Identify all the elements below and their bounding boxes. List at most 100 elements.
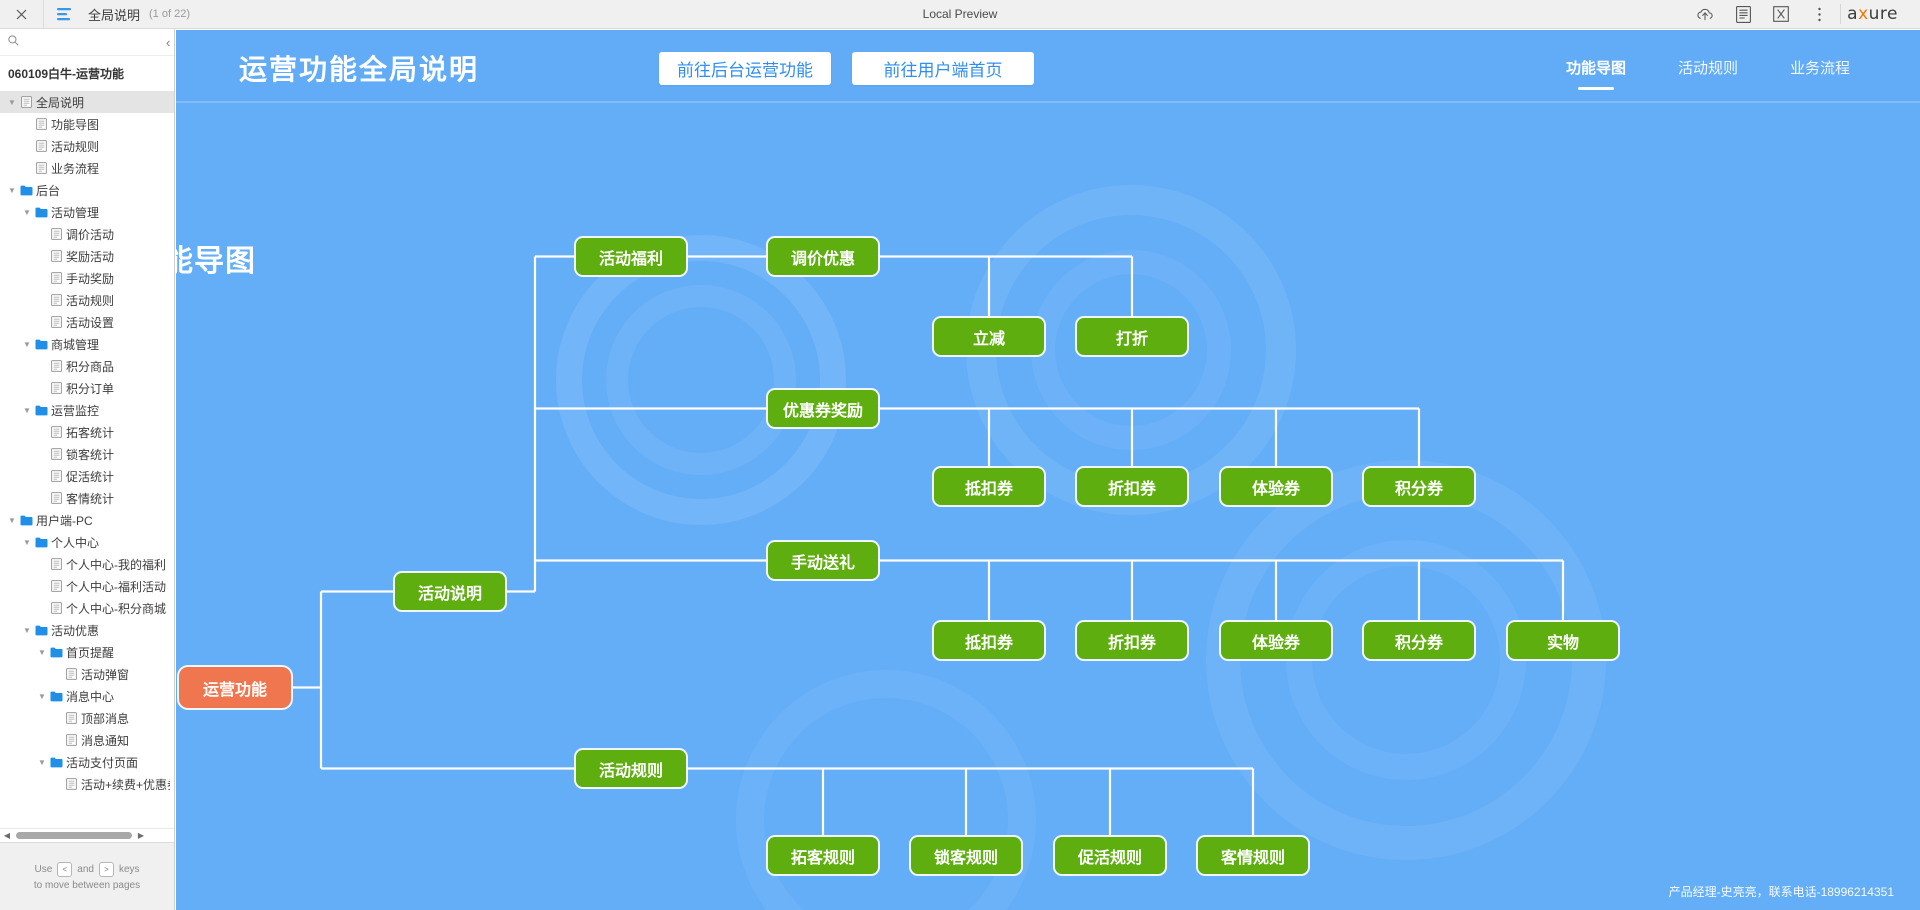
sitemap-item-15[interactable]: ▼运营监控 [0, 399, 174, 421]
mindmap-node-c3[interactable]: 体验券 [1221, 468, 1331, 505]
sitemap-item-28[interactable]: ▼ 消息中心 [0, 685, 174, 707]
sitemap-horizontal-scrollbar[interactable]: ◀ ▶ [0, 828, 174, 842]
chevron-down-icon[interactable]: ▼ [23, 207, 31, 217]
sitemap-item-21[interactable]: ▼个人中心 [0, 531, 174, 553]
goto-admin-button[interactable]: 前往后台运营功能 [659, 52, 831, 85]
sitemap-item-31[interactable]: ▼活动支付页面 [0, 751, 174, 773]
page-icon [63, 778, 79, 790]
sitemap-item-5[interactable]: ▼ 后台 [0, 179, 174, 201]
sitemap-item-24[interactable]: 个人中心-积分商城 [0, 597, 174, 619]
sitemap-item-3[interactable]: 活动规则 [0, 135, 174, 157]
chevron-down-icon[interactable]: ▼ [23, 625, 31, 635]
publish-button[interactable] [1686, 0, 1724, 28]
sitemap-item-label: 消息中心 [66, 689, 115, 704]
sitemap-item-label: 后台 [36, 183, 61, 198]
project-name: 060109白牛-运营功能 [8, 67, 125, 81]
sitemap-item-11[interactable]: 活动设置 [0, 311, 174, 333]
mindmap-node-r4[interactable]: 客情规则 [1198, 837, 1308, 874]
sitemap-item-17[interactable]: 锁客统计 [0, 443, 174, 465]
scroll-right-arrow[interactable]: ▶ [137, 831, 145, 840]
sitemap-item-20[interactable]: ▼ 用户端-PC [0, 509, 174, 531]
prototype-nav-tab-2[interactable]: 活动规则 [1677, 60, 1738, 77]
chevron-down-icon[interactable]: ▼ [8, 185, 16, 195]
chevron-down-icon[interactable]: ▼ [38, 757, 46, 767]
sitemap-item-18[interactable]: 促活统计 [0, 465, 174, 487]
app-titlebar: 全局说明 (1 of 22) Local Preview [0, 0, 1920, 29]
sitemap-item-label: 商城管理 [51, 337, 100, 352]
mindmap-node-c1[interactable]: 抵扣券 [934, 468, 1044, 505]
mindmap-node-l4a[interactable]: 立减 [934, 318, 1044, 355]
mindmap-node-r2[interactable]: 锁客规则 [911, 837, 1021, 874]
sitemap-item-label: 积分商品 [66, 359, 115, 374]
sitemap-item-4[interactable]: 业务流程 [0, 157, 174, 179]
sitemap-item-26[interactable]: ▼首页提醒 [0, 641, 174, 663]
sitemap-item-32[interactable]: 活动+续费+优惠券使用 [0, 773, 174, 795]
sitemap-item-14[interactable]: 积分订单 [0, 377, 174, 399]
prev-page-button[interactable]: ‹ [166, 34, 171, 50]
chevron-down-icon[interactable]: ▼ [8, 515, 16, 525]
sitemap-item-13[interactable]: 积分商品 [0, 355, 174, 377]
sitemap-item-1[interactable]: ▼全局说明 [0, 91, 174, 113]
mindmap-node-g1[interactable]: 抵扣券 [934, 622, 1044, 659]
close-preview-button[interactable] [0, 0, 44, 28]
chevron-down-icon[interactable]: ▼ [23, 537, 31, 547]
sitemap-item-25[interactable]: ▼活动优惠 [0, 619, 174, 641]
sitemap-item-2[interactable]: 功能导图 [0, 113, 174, 135]
goto-client-home-button[interactable]: 前往用户端首页 [852, 52, 1034, 85]
chevron-down-icon[interactable]: ▼ [38, 647, 46, 657]
sitemap-toggle-button[interactable] [44, 0, 86, 28]
sitemap-item-label: 用户端-PC [36, 513, 93, 528]
mindmap-node-l2c[interactable]: 手动送礼 [768, 542, 878, 579]
hint-prefix: Use [34, 864, 53, 875]
mindmap-node-l1b[interactable]: 活动规则 [576, 750, 686, 787]
chevron-down-icon[interactable]: ▼ [23, 339, 31, 349]
mindmap-nodes: 运营功能活动说明活动规则活动福利优惠券奖励手动送礼调价优惠立减打折抵扣券折扣券体… [176, 30, 1920, 910]
mindmap-node-r1[interactable]: 拓客规则 [768, 837, 878, 874]
more-options-button[interactable] [1800, 0, 1838, 28]
axure-mark-button[interactable] [1762, 0, 1800, 28]
hint-suffix: keys [118, 864, 140, 875]
prototype-nav-tab-3[interactable]: 业务流程 [1789, 60, 1850, 77]
sitemap-item-16[interactable]: 拓客统计 [0, 421, 174, 443]
sitemap-item-9[interactable]: 手动奖励 [0, 267, 174, 289]
mindmap-node-l1a[interactable]: 活动说明 [395, 573, 505, 610]
scroll-left-arrow[interactable]: ◀ [3, 831, 11, 840]
mindmap-node-l4b[interactable]: 打折 [1077, 318, 1187, 355]
mindmap-node-g3[interactable]: 体验券 [1221, 622, 1331, 659]
mindmap-node-root[interactable]: 运营功能 [179, 667, 291, 708]
chevron-down-icon[interactable]: ▼ [23, 405, 31, 415]
mindmap-node-l2b[interactable]: 优惠券奖励 [768, 390, 878, 427]
chevron-down-icon[interactable]: ▼ [38, 691, 46, 701]
sitemap-item-30[interactable]: 消息通知 [0, 729, 174, 751]
sitemap-item-27[interactable]: 活动弹窗 [0, 663, 174, 685]
mindmap-node-r3[interactable]: 促活规则 [1055, 837, 1165, 874]
scrollbar-thumb[interactable] [16, 832, 132, 839]
mindmap-node-c2[interactable]: 折扣券 [1077, 468, 1187, 505]
search-input[interactable] [24, 36, 166, 48]
mindmap-node-g4[interactable]: 积分券 [1364, 622, 1474, 659]
page-icon [48, 228, 64, 240]
mindmap-node-c4[interactable]: 积分券 [1364, 468, 1474, 505]
sitemap-item-19[interactable]: 客情统计 [0, 487, 174, 509]
sitemap-item-label: 活动规则 [51, 139, 100, 154]
mindmap-node-g5[interactable]: 实物 [1508, 622, 1618, 659]
sitemap-item-10[interactable]: 活动规则 [0, 289, 174, 311]
sitemap-item-23[interactable]: 个人中心-福利活动 [0, 575, 174, 597]
sitemap-item-label: 顶部消息 [81, 711, 130, 726]
notes-button[interactable] [1724, 0, 1762, 28]
sitemap-item-29[interactable]: 顶部消息 [0, 707, 174, 729]
sitemap-item-22[interactable]: 个人中心-我的福利 [0, 553, 174, 575]
mindmap-node-l3a[interactable]: 调价优惠 [768, 238, 878, 275]
sitemap-item-6[interactable]: ▼活动管理 [0, 201, 174, 223]
page-icon [48, 294, 64, 306]
chevron-down-icon[interactable]: ▼ [8, 97, 16, 107]
more-vertical-icon [1817, 7, 1821, 21]
sitemap-search-row[interactable]: ‹ › [0, 29, 185, 56]
sitemap-item-7[interactable]: 调价活动 [0, 223, 174, 245]
sitemap-item-8[interactable]: 奖励活动 [0, 245, 174, 267]
folder-icon [33, 339, 49, 350]
mindmap-node-g2[interactable]: 折扣券 [1077, 622, 1187, 659]
sitemap-item-12[interactable]: ▼ 商城管理 [0, 333, 174, 355]
prototype-nav-tab-1[interactable]: 功能导图 [1564, 31, 1628, 102]
mindmap-node-l2a[interactable]: 活动福利 [576, 238, 686, 275]
